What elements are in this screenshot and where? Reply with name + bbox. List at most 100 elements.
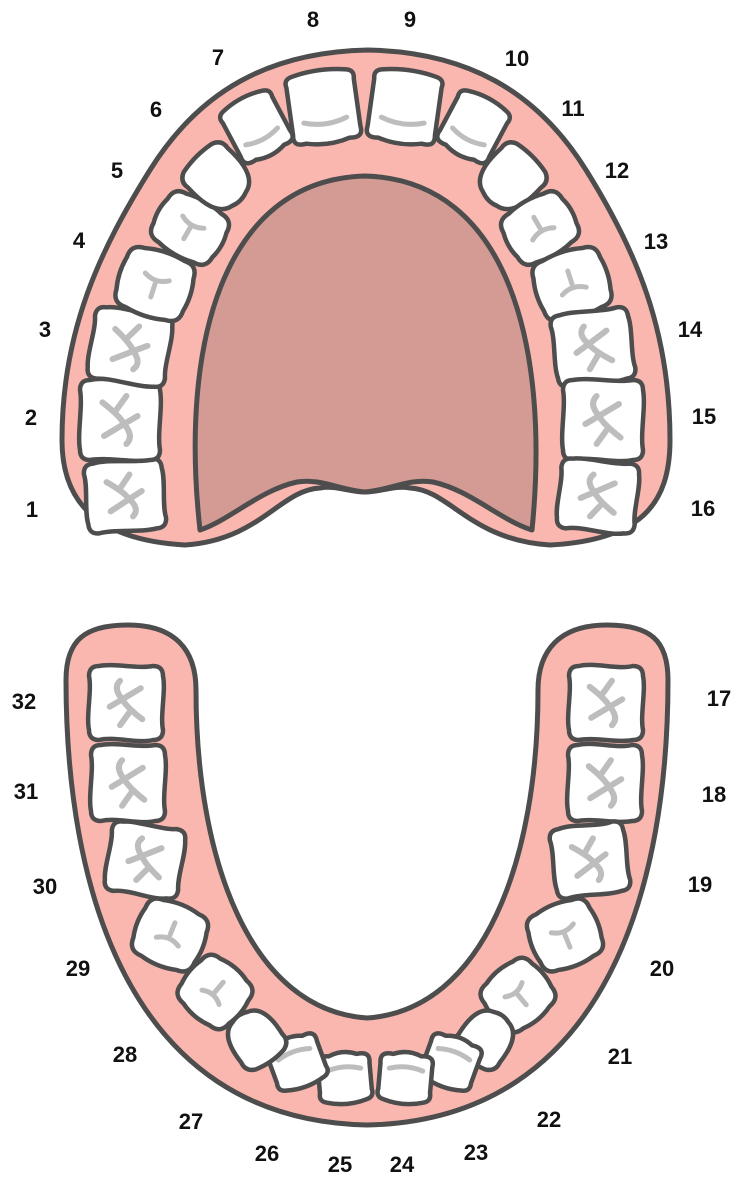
- upper-tooth-8: [283, 66, 364, 147]
- lower-tooth-31: [87, 741, 169, 825]
- lower-tooth-30: [102, 819, 188, 901]
- tooth-label-26: 26: [255, 1141, 279, 1166]
- lower-tooth-18: [564, 741, 646, 825]
- tooth-crown: [435, 88, 513, 166]
- tooth-label-8: 8: [307, 7, 319, 32]
- tooth-label-23: 23: [464, 1140, 488, 1165]
- tooth-fissure: [449, 125, 487, 148]
- tooth-label-6: 6: [150, 97, 162, 122]
- tooth-fissure: [103, 471, 145, 520]
- tooth-label-28: 28: [113, 1042, 137, 1067]
- tooth-fissure: [585, 757, 625, 809]
- lower-labels: 17 18 19 20 21 22 23 24 25 26 27 28 29 30 31 32: [12, 686, 731, 1177]
- upper-tooth-11: [477, 140, 549, 212]
- upper-tooth-9: [364, 66, 445, 147]
- tooth-fissure: [99, 393, 141, 447]
- tooth-label-30: 30: [33, 874, 57, 899]
- tooth-fissure: [435, 1046, 473, 1063]
- tooth-label-4: 4: [73, 228, 86, 253]
- tooth-crown: [217, 88, 295, 166]
- tooth-label-24: 24: [390, 1152, 415, 1177]
- upper-teeth: [76, 66, 647, 537]
- lower-tooth-24: [375, 1049, 436, 1107]
- tooth-label-22: 22: [537, 1107, 561, 1132]
- tooth-label-12: 12: [605, 158, 629, 183]
- upper-palate: [192, 173, 539, 533]
- upper-tooth-12: [498, 188, 582, 268]
- tooth-label-19: 19: [688, 872, 712, 897]
- tooth-label-32: 32: [12, 689, 36, 714]
- tooth-fissure: [275, 1046, 313, 1063]
- tooth-label-16: 16: [691, 496, 715, 521]
- tooth-label-29: 29: [66, 956, 90, 981]
- tooth-fissure: [199, 979, 226, 1008]
- tooth-label-20: 20: [650, 956, 674, 981]
- lower-tooth-27: [225, 1008, 289, 1073]
- tooth-label-2: 2: [25, 405, 37, 430]
- tooth-crown: [225, 1008, 289, 1073]
- tooth-crown: [283, 66, 364, 147]
- tooth-fissure: [142, 270, 172, 300]
- tooth-label-14: 14: [678, 317, 703, 342]
- tooth-fissure: [108, 757, 148, 809]
- lower-tooth-20: [524, 896, 606, 974]
- tooth-fissure: [559, 268, 589, 298]
- tooth-fissure: [243, 125, 281, 148]
- tooth-fissure: [301, 114, 350, 127]
- tooth-fissure: [586, 677, 626, 729]
- tooth-fissure: [530, 214, 557, 243]
- tooth-label-5: 5: [111, 158, 123, 183]
- lower-arch: 17 18 19 20 21 22 23 24 25 26 27 28 29 30 31 32: [12, 622, 731, 1177]
- upper-tooth-1: [81, 456, 169, 536]
- upper-tooth-5: [148, 188, 232, 268]
- tooth-label-21: 21: [608, 1044, 632, 1069]
- tooth-fissure: [568, 835, 609, 883]
- upper-tooth-7: [217, 88, 295, 166]
- tooth-crown: [314, 1049, 375, 1107]
- tooth-label-27: 27: [179, 1109, 203, 1134]
- tooth-label-7: 7: [212, 45, 224, 70]
- tooth-label-10: 10: [505, 46, 529, 71]
- tooth-crown: [364, 66, 445, 147]
- upper-tooth-4: [113, 244, 197, 324]
- tooth-fissure: [573, 323, 616, 373]
- upper-tooth-6: [180, 140, 252, 212]
- tooth-fissure: [378, 114, 427, 127]
- lower-tooth-28: [175, 952, 255, 1032]
- lower-tooth-17: [565, 662, 647, 744]
- tooth-label-17: 17: [707, 686, 731, 711]
- tooth-label-3: 3: [39, 317, 51, 342]
- tooth-fissure: [502, 979, 529, 1008]
- upper-tooth-10: [435, 88, 513, 166]
- tooth-crown: [477, 140, 549, 212]
- lower-teeth: [85, 662, 647, 1107]
- tooth-fissure: [180, 213, 207, 242]
- tooth-fissure: [577, 471, 618, 520]
- tooth-crown: [180, 140, 252, 212]
- upper-tooth-2: [76, 376, 164, 464]
- tooth-label-31: 31: [14, 779, 38, 804]
- tooth-crown: [375, 1049, 436, 1107]
- tooth-label-1: 1: [26, 497, 38, 522]
- tooth-fissure: [386, 1064, 426, 1074]
- tooth-fissure: [125, 835, 165, 883]
- tooth-label-18: 18: [702, 782, 726, 807]
- tooth-label-15: 15: [692, 404, 716, 429]
- lower-tooth-19: [547, 819, 633, 901]
- tooth-fissure: [548, 921, 576, 950]
- tooth-label-9: 9: [404, 7, 416, 32]
- tooth-label-13: 13: [644, 229, 668, 254]
- upper-tooth-16: [554, 456, 642, 537]
- tooth-fissure: [109, 323, 151, 373]
- tooth-fissure: [106, 677, 146, 729]
- tooth-label-11: 11: [561, 96, 584, 121]
- upper-tooth-14: [548, 304, 638, 390]
- upper-tooth-15: [559, 376, 647, 464]
- upper-tooth-3: [85, 304, 175, 390]
- tooth-label-25: 25: [328, 1152, 352, 1177]
- lower-tooth-32: [85, 662, 167, 744]
- tooth-fissure: [153, 920, 181, 949]
